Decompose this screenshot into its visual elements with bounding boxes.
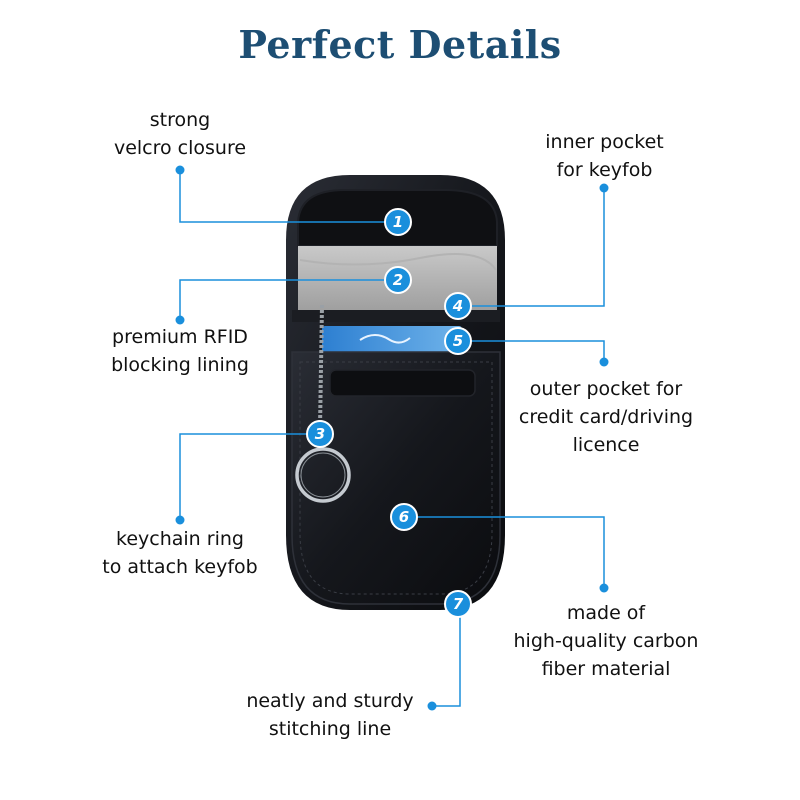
keychain-ring [295,447,351,503]
badge-4: 4 [444,292,472,320]
callout-label-2: premium RFID blocking lining [80,323,280,379]
svg-text:7: 7 [453,595,464,613]
callout-label-4: inner pocket for keyfob [502,128,707,184]
label-line: strong [149,109,211,131]
callout-label-5: outer pocket for credit card/driving lic… [496,375,716,459]
callout-label-3: keychain ring to attach keyfob [70,525,290,581]
label-line: to attach keyfob [102,556,258,578]
svg-text:5: 5 [453,332,463,350]
label-line: keychain ring [116,528,244,550]
callout-label-1: strong velcro closure [80,106,280,162]
keychain-chain [318,304,324,429]
outer-pocket [291,351,501,605]
badge-6: 6 [390,503,418,531]
label-line: inner pocket [545,131,664,153]
badge-2: 2 [384,266,412,294]
label-line: velcro closure [113,137,247,159]
badge-3: 3 [306,420,334,448]
label-line: outer pocket for [529,378,683,400]
svg-text:6: 6 [399,508,409,526]
svg-text:4: 4 [452,297,463,315]
elastic-band [329,369,476,397]
label-line: made of [566,602,646,624]
svg-text:2: 2 [393,271,403,289]
page-title: Perfect Details [238,22,562,67]
callout-label-7: neatly and sturdy stitching line [220,687,440,743]
callout-label-6: made of high-quality carbon fiber materi… [496,599,716,683]
badge-1: 1 [384,208,412,236]
svg-text:1: 1 [393,213,403,231]
label-line: stitching line [268,718,392,740]
label-line: licence [572,434,640,456]
label-line: credit card/driving [518,406,694,428]
label-line: premium RFID [112,326,248,348]
svg-text:3: 3 [315,425,325,443]
label-line: neatly and sturdy [246,690,414,712]
label-line: fiber material [541,658,671,680]
rfid-pouch [286,175,505,610]
badge-7: 7 [444,590,472,618]
label-line: for keyfob [556,159,653,181]
callout-dots [175,165,609,711]
label-line: blocking lining [111,354,249,376]
callout-lines [179,170,605,707]
badge-5: 5 [444,327,472,355]
label-line: high-quality carbon [513,630,699,652]
